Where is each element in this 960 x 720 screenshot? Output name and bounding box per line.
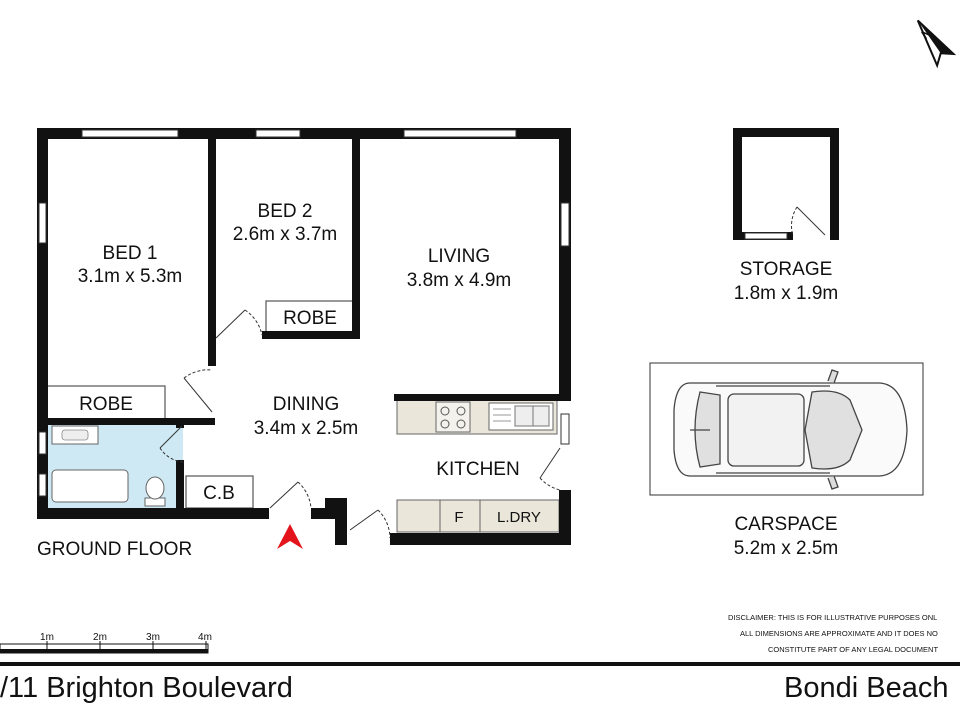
living-name: LIVING <box>428 246 490 267</box>
windows <box>38 129 570 497</box>
scale-bar: 1m 2m 3m 4m <box>0 632 212 654</box>
scale-tick-1: 1m <box>40 632 54 643</box>
doors <box>159 309 561 539</box>
scale-tick-3: 3m <box>146 632 160 643</box>
bathtub-icon <box>51 469 129 503</box>
bed2-name: BED 2 <box>258 201 313 222</box>
scale-tick-4: 4m <box>198 632 212 643</box>
walls <box>37 128 571 545</box>
bed1-name: BED 1 <box>103 243 158 264</box>
disclaimer-line-3: CONSTITUTE PART OF ANY LEGAL DOCUMENT <box>768 645 938 654</box>
storage-size: 1.8m x 1.9m <box>734 283 839 304</box>
bed2-size: 2.6m x 3.7m <box>233 224 338 245</box>
robe1-label: ROBE <box>79 394 133 415</box>
living-size: 3.8m x 4.9m <box>407 270 512 291</box>
cb-label: C.B <box>203 483 235 504</box>
laundry-label: L.DRY <box>497 509 541 526</box>
storage-name: STORAGE <box>740 259 833 280</box>
carspace-name: CARSPACE <box>734 514 837 535</box>
toilet-icon <box>144 476 166 507</box>
fridge-label: F <box>454 509 463 526</box>
floor-label: GROUND FLOOR <box>37 539 192 560</box>
kitchen-name: KITCHEN <box>436 459 519 480</box>
storage-unit <box>733 128 839 240</box>
disclaimer-line-1: DISCLAIMER: THIS IS FOR ILLUSTRATIVE PUR… <box>728 613 937 622</box>
suburb-text: Bondi Beach <box>784 672 949 704</box>
kitchen-bench-lower <box>396 499 560 533</box>
sink-icon <box>488 402 554 431</box>
cooktop-icon <box>435 401 471 433</box>
disclaimer-line-2: ALL DIMENSIONS ARE APPROXIMATE AND IT DO… <box>740 629 938 638</box>
scale-tick-2: 2m <box>93 632 107 643</box>
dining-size: 3.4m x 2.5m <box>254 418 359 439</box>
carspace-size: 5.2m x 2.5m <box>734 538 839 559</box>
dining-name: DINING <box>273 394 340 415</box>
north-compass-icon: N <box>916 19 957 69</box>
bed1-size: 3.1m x 5.3m <box>78 266 183 287</box>
car-icon <box>673 369 908 490</box>
robe2-label: ROBE <box>283 308 337 329</box>
robe-2-box <box>265 300 354 334</box>
footer-rule <box>0 662 960 666</box>
address-text: /11 Brighton Boulevard <box>0 672 293 704</box>
entry-arrow-icon <box>277 524 303 549</box>
